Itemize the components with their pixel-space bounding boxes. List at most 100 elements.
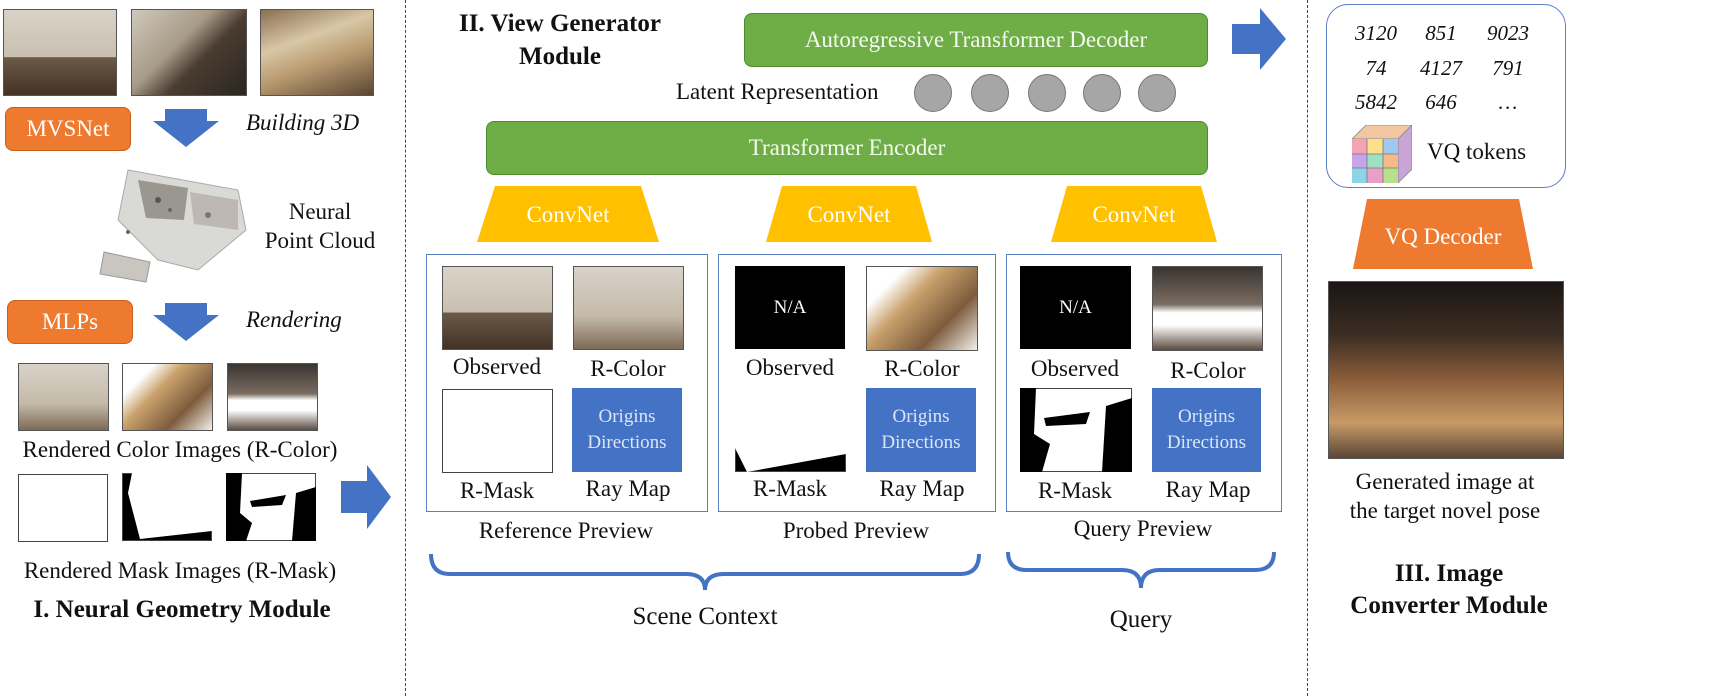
- rcolor-label: R-Color: [884, 356, 960, 381]
- observed-label: Observed: [452, 354, 542, 379]
- rmask-label: R-Mask: [752, 476, 828, 501]
- point-cloud-image: [99, 169, 247, 283]
- section-3-title-2: Converter Module: [1350, 592, 1548, 619]
- origins-label: Origins: [598, 406, 656, 427]
- token-value: 4127: [1420, 56, 1462, 80]
- right-arrow-icon: [341, 465, 391, 529]
- separator-right: [1307, 0, 1308, 696]
- input-photo-3: [260, 9, 374, 96]
- section-3-title-1: III. Image: [1394, 560, 1504, 587]
- latent-token: [914, 74, 952, 112]
- latent-label: Latent Representation: [676, 79, 879, 104]
- token-value: …: [1498, 90, 1518, 114]
- token-value: 646: [1425, 90, 1457, 114]
- latent-token: [1028, 74, 1066, 112]
- token-value: 5842: [1355, 90, 1397, 114]
- origins-label: Origins: [892, 406, 950, 427]
- vq-decoder-block: VQ Decoder: [1353, 199, 1533, 269]
- query-observed-na: N/A: [1020, 266, 1131, 349]
- origins-label: Origins: [1178, 406, 1235, 427]
- rcolor-label: R-Color: [590, 356, 666, 381]
- building-3d-label: Building 3D: [246, 110, 360, 135]
- latent-token: [1083, 74, 1121, 112]
- input-photo-2: [131, 9, 247, 96]
- token-value: 74: [1365, 56, 1387, 80]
- scene-context-label: Scene Context: [632, 603, 778, 630]
- convnet-label: ConvNet: [526, 202, 610, 227]
- raymap-label: Ray Map: [879, 476, 965, 501]
- convnet-label: ConvNet: [1092, 202, 1176, 227]
- reference-raymap: Origins Directions: [572, 388, 682, 472]
- rmask-label: R-Mask: [1037, 478, 1113, 503]
- token-cube-icon: [1352, 125, 1412, 183]
- reference-observed-image: [442, 266, 553, 350]
- convnet-reference: ConvNet: [477, 186, 659, 242]
- reference-rcolor-image: [573, 266, 684, 350]
- down-arrow-icon: [153, 109, 219, 147]
- convnet-label: ConvNet: [807, 202, 891, 227]
- vq-tokens-label: VQ tokens: [1427, 139, 1527, 164]
- section-2-title-1: II. View Generator: [458, 10, 662, 37]
- directions-label: Directions: [881, 432, 961, 453]
- down-arrow-icon: [153, 303, 219, 341]
- decoder-block: Autoregressive Transformer Decoder: [744, 13, 1208, 67]
- rendered-mask-3: [226, 473, 316, 541]
- point-cloud-label-1: Neural: [288, 199, 352, 224]
- query-preview-label: Query Preview: [1073, 516, 1213, 541]
- reference-preview-panel: [426, 254, 708, 512]
- rendered-mask-2: [122, 473, 212, 541]
- section-1-title: I. Neural Geometry Module: [33, 596, 331, 623]
- token-value: 791: [1492, 56, 1524, 80]
- rendering-label: Rendering: [246, 307, 342, 332]
- latent-token: [1138, 74, 1176, 112]
- rendered-mask-caption: Rendered Mask Images (R-Mask): [23, 558, 337, 583]
- rcolor-label: R-Color: [1170, 358, 1246, 383]
- mvsnet-block: MVSNet: [5, 107, 131, 151]
- token-value: 851: [1425, 21, 1457, 45]
- scene-context-brace: [429, 553, 981, 591]
- rendered-color-2: [122, 363, 213, 431]
- token-value: 3120: [1355, 21, 1397, 45]
- probed-preview-label: Probed Preview: [782, 518, 930, 543]
- generated-image: [1328, 281, 1564, 459]
- token-value: 9023: [1487, 21, 1529, 45]
- probed-raymap: Origins Directions: [866, 388, 976, 472]
- query-rmask-image: [1020, 388, 1132, 472]
- reference-rmask-image: [442, 389, 553, 473]
- generated-caption-2: the target novel pose: [1349, 498, 1541, 523]
- query-preview-panel: [1006, 254, 1282, 512]
- probed-observed-na: N/A: [735, 266, 845, 349]
- convnet-probed: ConvNet: [766, 186, 932, 242]
- observed-label: Observed: [1030, 356, 1120, 381]
- reference-preview-label: Reference Preview: [478, 518, 654, 543]
- section-2-title-2: Module: [519, 43, 601, 70]
- probed-rcolor-image: [866, 266, 978, 351]
- right-arrow-icon: [1232, 8, 1286, 70]
- query-raymap: Origins Directions: [1152, 388, 1261, 472]
- vq-decoder-label: VQ Decoder: [1385, 224, 1502, 249]
- rendered-color-caption: Rendered Color Images (R-Color): [22, 437, 338, 462]
- rendered-color-1: [18, 363, 109, 431]
- directions-label: Directions: [1166, 432, 1247, 453]
- latent-token: [971, 74, 1009, 112]
- rmask-label: R-Mask: [459, 478, 535, 503]
- rendered-color-3: [227, 363, 318, 431]
- raymap-label: Ray Map: [1165, 477, 1251, 502]
- separator-left: [405, 0, 406, 696]
- raymap-label: Ray Map: [585, 476, 671, 501]
- probed-rmask-image: [735, 388, 846, 472]
- query-label: Query: [1109, 606, 1173, 633]
- query-brace: [1006, 551, 1276, 589]
- vq-tokens-panel: [1326, 4, 1566, 188]
- rendered-mask-1: [18, 474, 108, 542]
- generated-caption-1: Generated image at: [1355, 469, 1535, 494]
- point-cloud-label-2: Point Cloud: [264, 228, 376, 253]
- mlps-block: MLPs: [7, 300, 133, 344]
- observed-label: Observed: [745, 355, 835, 380]
- probed-preview-panel: [718, 254, 996, 512]
- input-photo-1: [3, 9, 117, 96]
- encoder-block: Transformer Encoder: [486, 121, 1208, 175]
- directions-label: Directions: [587, 432, 667, 453]
- convnet-query: ConvNet: [1051, 186, 1217, 242]
- query-rcolor-image: [1152, 266, 1263, 351]
